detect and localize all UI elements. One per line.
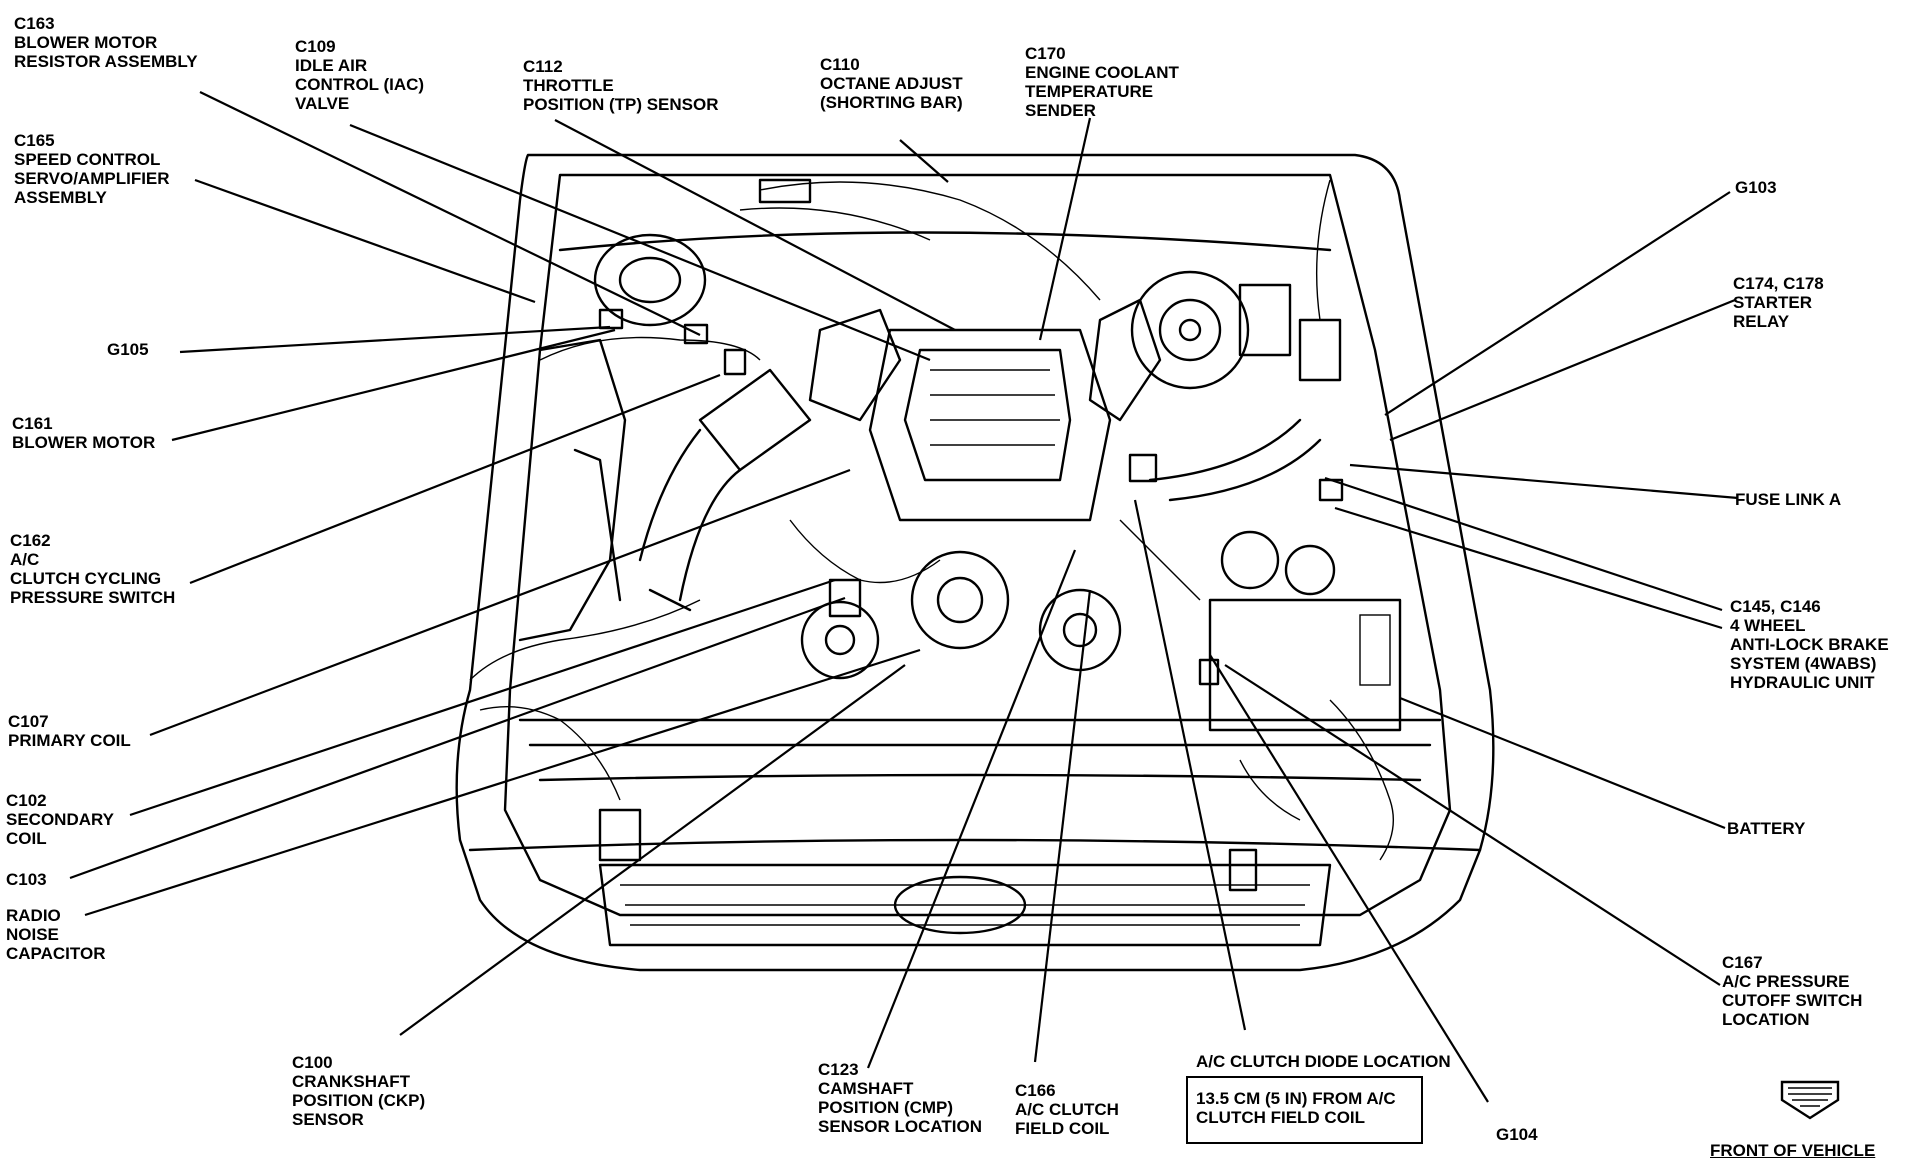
label-g105: G105 xyxy=(107,340,149,359)
label-c162: C162 A/C CLUTCH CYCLING PRESSURE SWITCH xyxy=(10,531,176,607)
down-arrow-icon xyxy=(1780,1080,1840,1120)
label-ac-clutch-diode-location: A/C CLUTCH DIODE LOCATION xyxy=(1196,1052,1451,1071)
engine-compartment-illustration xyxy=(455,153,1495,972)
label-battery: BATTERY xyxy=(1727,819,1806,838)
diode-note-box: 13.5 CM (5 IN) FROM A/C CLUTCH FIELD COI… xyxy=(1186,1076,1423,1144)
label-c166: C166 A/C CLUTCH FIELD COIL xyxy=(1015,1081,1119,1138)
label-c112: C112 THROTTLE POSITION (TP) SENSOR xyxy=(523,57,719,114)
label-c174-c178: C174, C178 STARTER RELAY xyxy=(1733,274,1824,331)
label-g104: G104 xyxy=(1496,1125,1538,1144)
front-of-vehicle-label: FRONT OF VEHICLE xyxy=(1710,1141,1876,1160)
label-c170: C170 ENGINE COOLANT TEMPERATURE SENDER xyxy=(1025,44,1179,120)
label-radio-noise-capacitor: RADIO NOISE CAPACITOR xyxy=(6,906,106,963)
label-c109: C109 IDLE AIR CONTROL (IAC) VALVE xyxy=(295,37,425,113)
label-c163: C163 BLOWER MOTOR RESISTOR ASSEMBLY xyxy=(14,14,198,71)
label-c145-c146: C145, C146 4 WHEEL ANTI-LOCK BRAKE SYSTE… xyxy=(1730,597,1889,692)
label-c100: C100 CRANKSHAFT POSITION (CKP) SENSOR xyxy=(292,1053,426,1129)
label-c107: C107 PRIMARY COIL xyxy=(8,712,131,750)
label-c110: C110 OCTANE ADJUST (SHORTING BAR) xyxy=(820,55,963,112)
label-c167: C167 A/C PRESSURE CUTOFF SWITCH LOCATION xyxy=(1722,953,1863,1029)
label-c165: C165 SPEED CONTROL SERVO/AMPLIFIER ASSEM… xyxy=(14,131,170,207)
label-c103: C103 xyxy=(6,870,47,889)
label-c102: C102 SECONDARY COIL xyxy=(6,791,114,848)
leader-lines xyxy=(69,91,1739,1103)
label-fuse-link-a: FUSE LINK A xyxy=(1735,490,1842,509)
label-c161: C161 BLOWER MOTOR xyxy=(12,414,156,452)
label-g103: G103 xyxy=(1735,178,1777,197)
label-c123: C123 CAMSHAFT POSITION (CMP) SENSOR LOCA… xyxy=(818,1060,983,1136)
diode-note-text: 13.5 CM (5 IN) FROM A/C CLUTCH FIELD COI… xyxy=(1196,1089,1396,1127)
